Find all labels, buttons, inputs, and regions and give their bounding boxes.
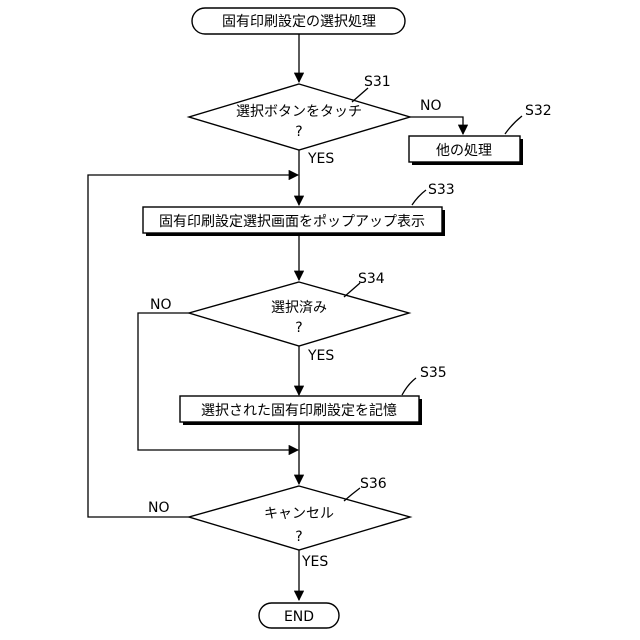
s35-leader	[402, 378, 416, 395]
end-label: END	[284, 609, 314, 625]
step-s33: S33	[428, 182, 455, 198]
decision-s31-line2: ?	[295, 124, 302, 140]
process-s32: 他の処理	[409, 136, 523, 165]
process-s32-label: 他の処理	[436, 143, 492, 159]
start-label: 固有印刷設定の選択処理	[222, 14, 376, 30]
process-s35: 選択された固有印刷設定を記憶	[180, 396, 422, 425]
process-s33-label: 固有印刷設定選択画面をポップアップ表示	[159, 214, 425, 230]
branch-s31-yes: YES	[307, 151, 334, 167]
process-s33: 固有印刷設定選択画面をポップアップ表示	[143, 207, 445, 236]
decision-s34-line2: ?	[295, 320, 302, 336]
decision-s34: 選択済み ?	[189, 282, 409, 346]
s31-leader	[352, 88, 368, 102]
decision-s36-line1: キャンセル	[264, 506, 334, 522]
step-s32: S32	[525, 103, 552, 119]
s33-leader	[412, 190, 426, 205]
decision-s36: キャンセル ?	[189, 486, 410, 550]
s36-leader	[344, 488, 360, 501]
step-s36: S36	[360, 476, 387, 492]
arrow-s31-no-to-s32	[410, 117, 463, 134]
step-s35: S35	[420, 365, 447, 381]
branch-s36-no: NO	[148, 500, 170, 516]
decision-s31-line1: 選択ボタンをタッチ	[236, 104, 362, 120]
start-terminator: 固有印刷設定の選択処理	[192, 8, 405, 34]
step-s34: S34	[358, 271, 385, 287]
end-terminator: END	[259, 603, 339, 628]
branch-s34-no: NO	[150, 297, 172, 313]
branch-s31-no: NO	[420, 98, 442, 114]
s32-leader	[505, 116, 522, 134]
step-s31: S31	[364, 74, 391, 90]
decision-s31: 選択ボタンをタッチ ?	[189, 84, 410, 150]
branch-s36-yes: YES	[301, 554, 328, 570]
process-s35-label: 選択された固有印刷設定を記憶	[201, 402, 397, 419]
branch-s34-yes: YES	[307, 348, 334, 364]
decision-s36-line2: ?	[295, 529, 302, 545]
decision-s34-line1: 選択済み	[271, 300, 327, 316]
